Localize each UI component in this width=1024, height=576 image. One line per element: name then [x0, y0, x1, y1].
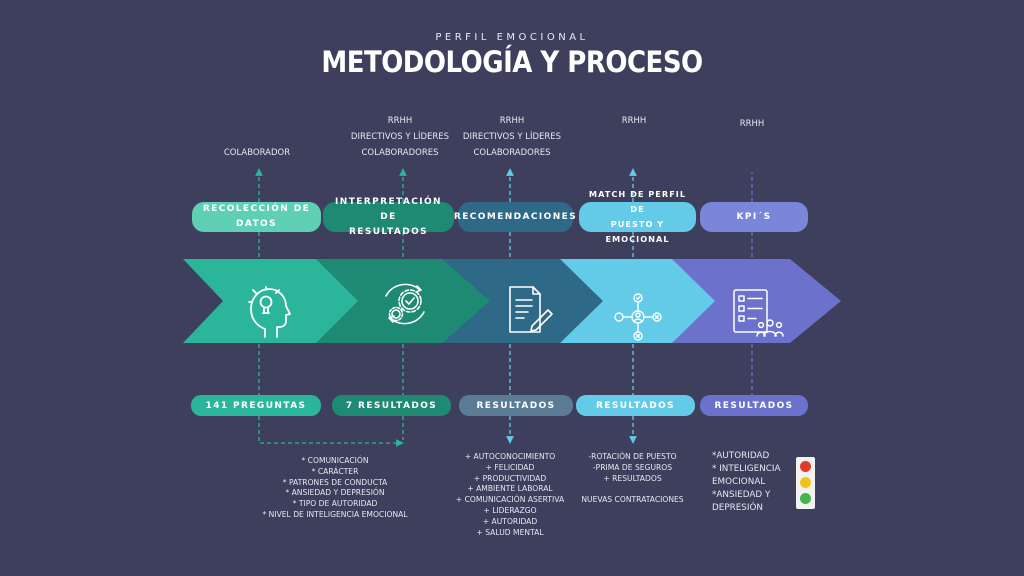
- stage-3-details: + AUTOCONOCIMIENTO + FELICIDAD + PRODUCT…: [455, 452, 565, 537]
- stage-1-details: * COMUNICACIÓN * CARÁCTER * PATRONES DE …: [262, 456, 408, 519]
- stage-5-participants: RRHH: [739, 119, 765, 129]
- stage-3-bottom-pill: RESULTADOS: [459, 395, 573, 416]
- connector-down-1: [258, 416, 404, 447]
- stage-3-participants: RRHH DIRECTIVOS Y LÍDERES COLABORADORES: [462, 116, 562, 158]
- chevron-step-5: [672, 259, 841, 343]
- page-title: METODOLOGÍA Y PROCESO: [321, 46, 703, 80]
- stage-5-details: *AUTORIDAD * INTELIGENCIA EMOCIONAL *ANS…: [712, 451, 781, 513]
- stage-2-top-pill: INTERPRETACIÓN DE RESULTADOS: [323, 197, 454, 237]
- traffic-light-yellow: [800, 477, 811, 488]
- stage-1-top-pill: RECOLECCIÓN DE DATOS: [192, 202, 321, 232]
- traffic-light-green: [800, 493, 811, 504]
- stage-4-details: -ROTACIÓN DE PUESTO -PRIMA DE SEGUROS + …: [581, 452, 684, 505]
- profile-network-icon: [614, 293, 662, 341]
- document-pen-icon: [509, 286, 553, 333]
- stage-4-participants: RRHH: [621, 116, 647, 126]
- stage-3-top-pill: RECOMENDACIONES: [454, 202, 576, 232]
- gears-check-icon: [385, 283, 425, 325]
- stage-1-participants: COLABORADOR: [223, 148, 291, 158]
- chevron-step-3: [442, 259, 603, 343]
- stage-4-bottom-pill: RESULTADOS: [576, 395, 695, 416]
- stage-5-top-pill: KPI´S: [700, 202, 808, 232]
- stage-5-bottom-pill: RESULTADOS: [700, 395, 808, 416]
- stage-2-bottom-pill: 7 RESULTADOS: [332, 395, 451, 416]
- checklist-team-icon: [733, 289, 784, 337]
- stage-2-participants: RRHH DIRECTIVOS Y LÍDERES COLABORADORES: [350, 116, 450, 158]
- chevron-step-4: [560, 259, 715, 343]
- head-lightbulb-icon: [248, 286, 291, 338]
- chevron-step-2: [316, 259, 490, 343]
- stage-1-bottom-pill: 141 PREGUNTAS: [191, 395, 321, 416]
- stage-4-top-pill: MATCH DE PERFIL DE PUESTO Y EMOCIONAL: [579, 189, 696, 244]
- traffic-light-red: [800, 461, 811, 472]
- traffic-light-icon: [796, 457, 815, 509]
- page-kicker: PERFIL EMOCIONAL: [435, 32, 589, 43]
